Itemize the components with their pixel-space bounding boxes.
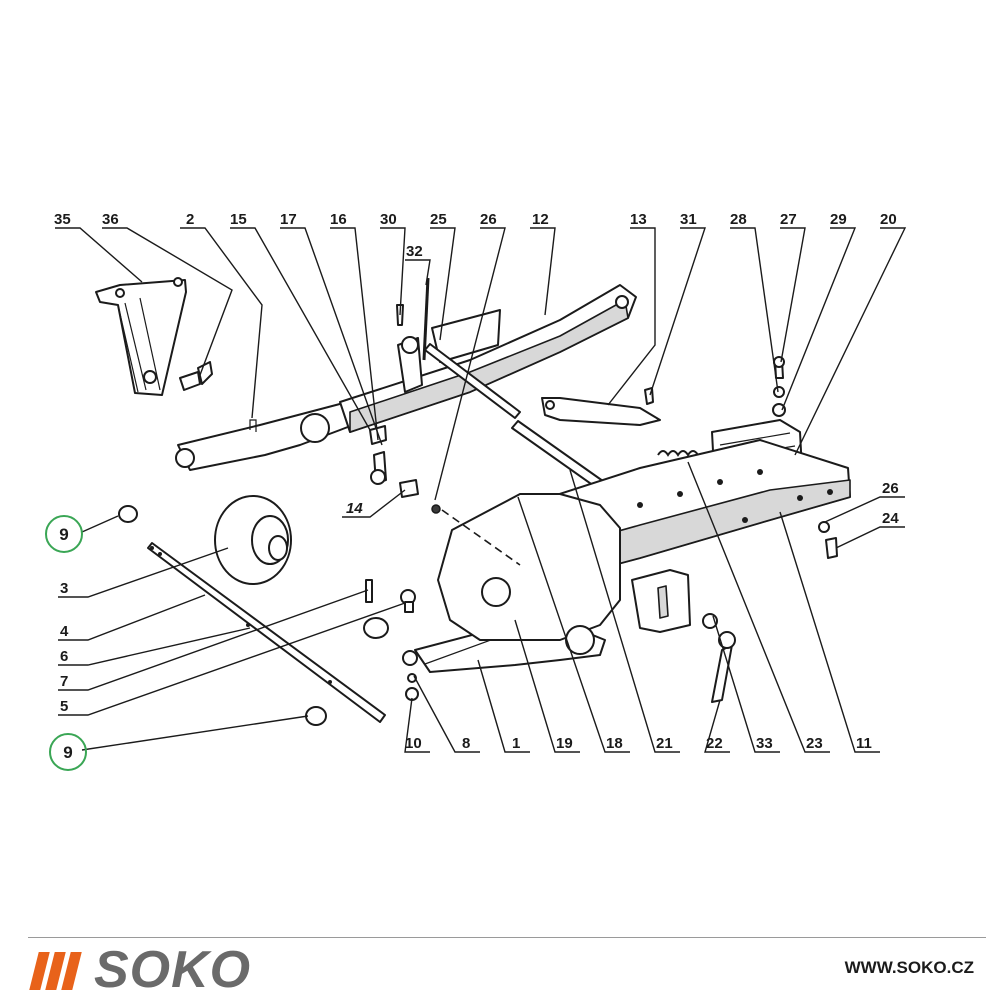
label-9-bottom: 9 — [63, 743, 72, 762]
brand-stripes-icon — [29, 950, 82, 990]
spring-23 — [657, 450, 699, 457]
label-33: 33 — [756, 735, 773, 752]
label-28: 28 — [730, 211, 747, 228]
label-27: 27 — [780, 211, 797, 228]
pin-36 — [179, 371, 201, 391]
label-4: 4 — [60, 623, 69, 640]
label-11: 11 — [856, 735, 872, 752]
bracket-35 — [95, 279, 187, 396]
label-19: 19 — [556, 735, 573, 752]
label-14: 14 — [346, 500, 363, 517]
label-16: 16 — [330, 211, 347, 228]
brand-logo[interactable]: SOKO — [29, 941, 252, 999]
label-25: 25 — [430, 211, 447, 228]
alignment-line — [441, 509, 521, 566]
label-5: 5 — [60, 698, 68, 715]
label-31: 31 — [680, 211, 697, 228]
highlight-ring-9-top — [45, 515, 83, 553]
label-2: 2 — [186, 211, 194, 228]
label-9-top: 9 — [59, 525, 68, 544]
label-13: 13 — [630, 211, 647, 228]
label-26-right: 26 — [882, 480, 899, 497]
chain-case-19 — [437, 493, 621, 641]
label-35: 35 — [54, 211, 71, 228]
callout-labels: 35 36 2 15 17 16 30 25 26 12 32 13 31 28… — [45, 211, 899, 771]
bushing-9-top — [118, 505, 138, 523]
website-link[interactable]: WWW.SOKO.CZ — [844, 958, 974, 977]
bolt-14 — [399, 479, 419, 498]
label-12: 12 — [532, 211, 549, 228]
label-21: 21 — [656, 735, 673, 752]
part-drawings — [95, 277, 851, 726]
pin-6 — [365, 579, 373, 603]
label-3: 3 — [60, 580, 68, 597]
bushing-9-bottom — [305, 706, 327, 726]
label-29: 29 — [830, 211, 847, 228]
label-22: 22 — [706, 735, 723, 752]
axle-4 — [147, 542, 386, 723]
label-10: 10 — [405, 735, 422, 752]
leader-lines — [55, 227, 907, 753]
brand-name: SOKO — [94, 941, 252, 999]
label-24: 24 — [882, 510, 899, 527]
label-20: 20 — [880, 211, 897, 228]
highlight-ring-9-bottom — [49, 733, 87, 771]
shaft — [424, 343, 521, 419]
label-30: 30 — [380, 211, 397, 228]
parts-exploded-diagram: 35 36 2 15 17 16 30 25 26 12 32 13 31 28… — [45, 211, 907, 771]
label-7: 7 — [60, 673, 68, 690]
lever-22 — [711, 644, 733, 703]
label-23: 23 — [806, 735, 823, 752]
arm-13 — [541, 397, 661, 426]
label-8: 8 — [462, 735, 470, 752]
label-15: 15 — [230, 211, 247, 228]
label-18: 18 — [606, 735, 623, 752]
clamp-5 — [363, 617, 389, 639]
label-26-top: 26 — [480, 211, 497, 228]
label-6: 6 — [60, 648, 68, 665]
label-1: 1 — [512, 735, 520, 752]
label-32: 32 — [406, 243, 423, 260]
label-17: 17 — [280, 211, 297, 228]
footer-divider — [28, 937, 986, 938]
label-36: 36 — [102, 211, 119, 228]
roller-3 — [214, 495, 292, 585]
